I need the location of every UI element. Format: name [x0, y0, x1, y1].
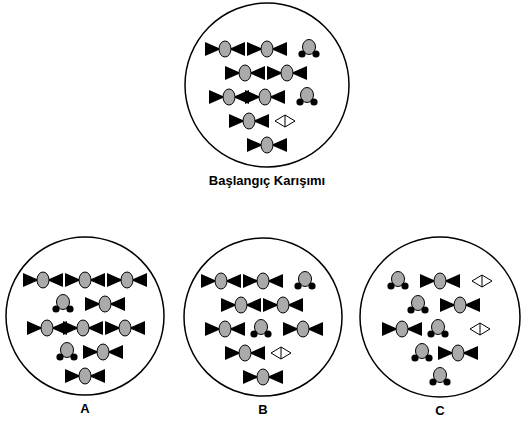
- bowtie-molecule: [63, 320, 103, 336]
- bowtie-molecule: [27, 320, 67, 336]
- bent-molecule: [429, 368, 450, 386]
- bent-molecule: [387, 272, 408, 290]
- diamond-molecule: [470, 323, 490, 335]
- bowtie-molecule: [283, 321, 323, 337]
- bowtie-molecule: [205, 321, 245, 337]
- bowtie-molecule: [438, 345, 478, 361]
- bowtie-molecule: [65, 368, 105, 384]
- bent-molecule: [250, 320, 271, 338]
- bowtie-molecule: [83, 344, 123, 360]
- bowtie-molecule: [263, 297, 303, 313]
- mixture-contents: [23, 272, 147, 384]
- bowtie-molecule: [440, 297, 480, 313]
- bowtie-molecule: [105, 320, 145, 336]
- bowtie-molecule: [243, 369, 283, 385]
- mixture-label: A: [80, 401, 89, 416]
- bowtie-molecule: [205, 41, 245, 57]
- bowtie-molecule: [107, 272, 147, 288]
- bent-molecule: [294, 272, 315, 290]
- bowtie-molecule: [225, 345, 265, 361]
- bent-molecule: [52, 295, 73, 313]
- mixture-circle: B: [183, 237, 343, 397]
- circle-outline: [5, 236, 165, 396]
- bowtie-molecule: [65, 272, 105, 288]
- bowtie-molecule: [225, 65, 265, 81]
- mixture-contents: [201, 272, 323, 386]
- bowtie-molecule: [247, 137, 287, 153]
- bowtie-molecule: [245, 89, 285, 105]
- bent-molecule: [427, 320, 448, 338]
- bent-molecule: [296, 88, 317, 106]
- bowtie-molecule: [23, 272, 63, 288]
- bowtie-molecule: [209, 89, 249, 105]
- circle-outline: [183, 237, 343, 397]
- bent-molecule: [407, 296, 428, 314]
- bowtie-molecule: [201, 273, 241, 289]
- bowtie-molecule: [420, 273, 460, 289]
- bowtie-molecule: [229, 113, 269, 129]
- mixture-contents: [382, 272, 492, 386]
- mixture-label: C: [435, 403, 444, 418]
- bowtie-molecule: [85, 296, 125, 312]
- circle-outline: [184, 2, 350, 168]
- diamond-molecule: [275, 115, 295, 127]
- circle-outline: [359, 236, 521, 398]
- bent-molecule: [411, 344, 432, 362]
- mixture-label: B: [258, 402, 267, 417]
- bowtie-molecule: [247, 41, 287, 57]
- mixture-circle: Başlangıç Karışımı: [184, 2, 350, 168]
- bent-molecule: [298, 40, 319, 58]
- mixture-contents: [205, 40, 320, 154]
- mixture-label: Başlangıç Karışımı: [209, 173, 325, 188]
- bowtie-molecule: [243, 273, 283, 289]
- bent-molecule: [56, 343, 77, 361]
- diamond-molecule: [472, 275, 492, 287]
- mixture-circle: A: [5, 236, 165, 396]
- bowtie-molecule: [221, 297, 261, 313]
- mixture-circle: C: [359, 236, 521, 398]
- bowtie-molecule: [382, 321, 422, 337]
- diamond-molecule: [271, 347, 291, 359]
- bowtie-molecule: [267, 65, 307, 81]
